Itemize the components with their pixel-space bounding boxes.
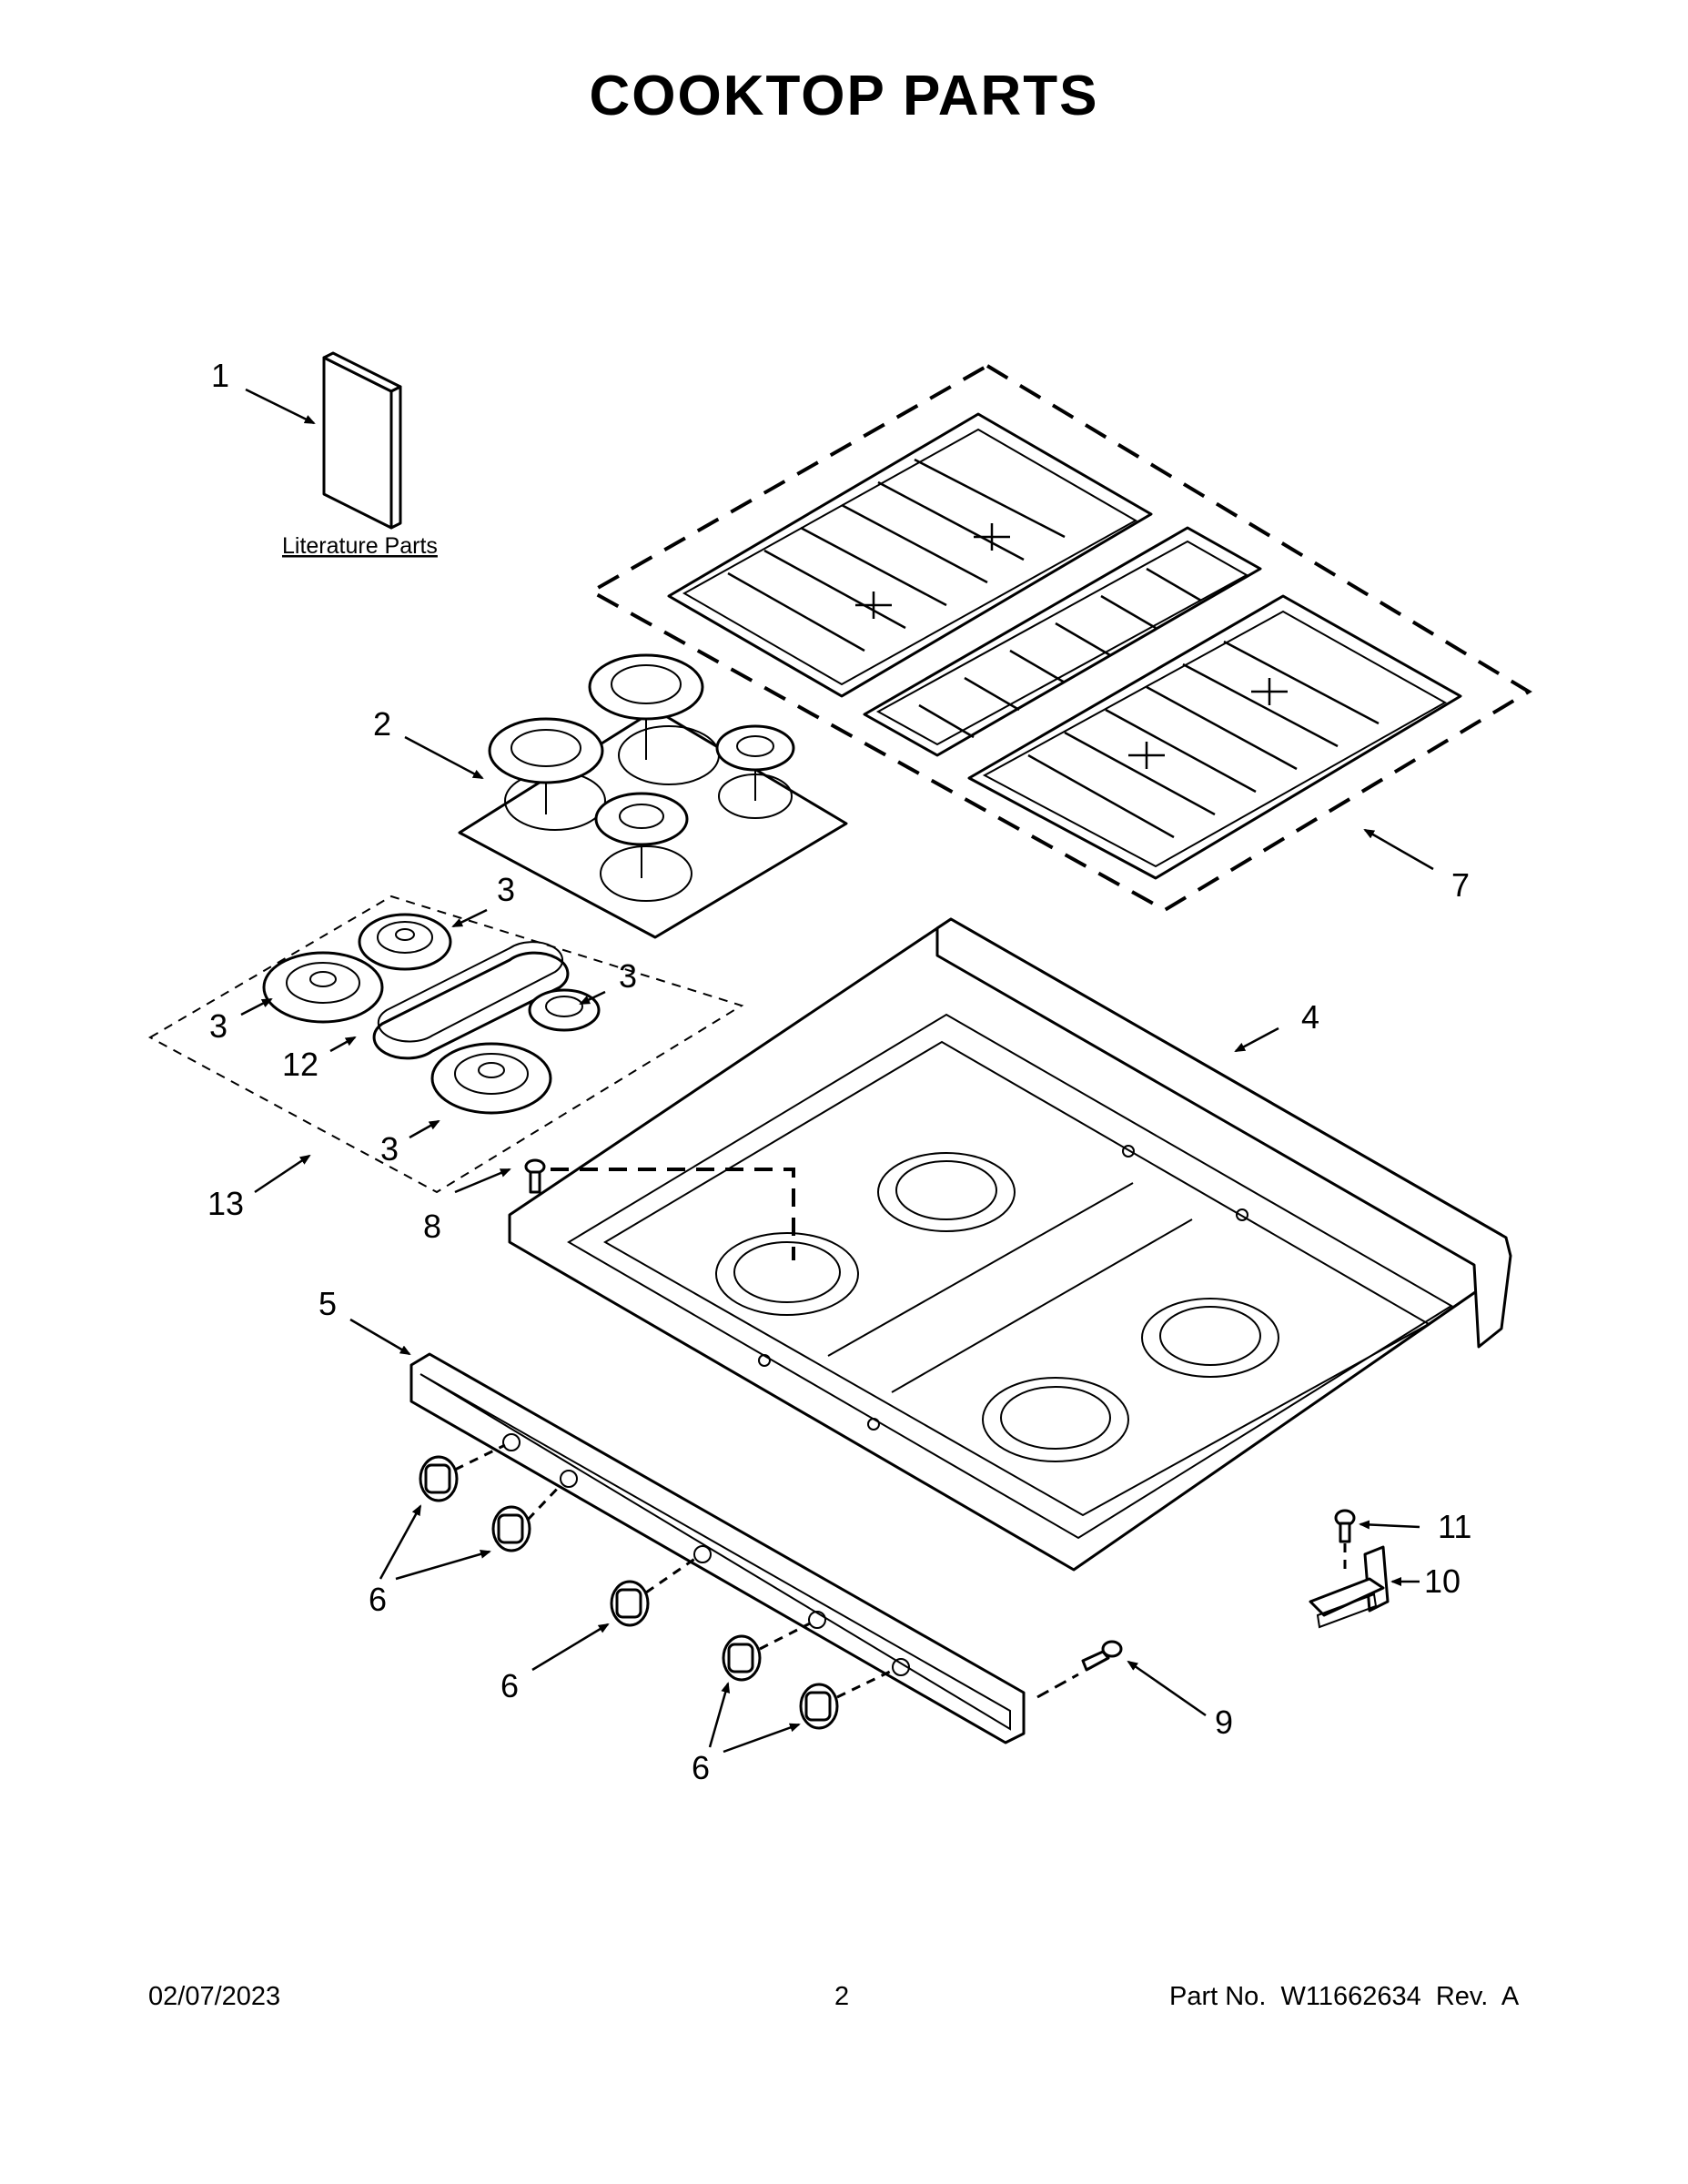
burner-cap-front xyxy=(594,792,689,878)
callout-5: 5 xyxy=(318,1285,337,1322)
screw-9 xyxy=(1081,1640,1123,1672)
callout-3-small: 3 xyxy=(619,957,637,995)
burner-base-left xyxy=(262,951,384,1024)
control-panel xyxy=(409,1352,1026,1744)
burner-base-front xyxy=(430,1042,552,1115)
callout-3-front: 3 xyxy=(380,1130,399,1168)
callout-6-a: 6 xyxy=(369,1581,387,1618)
callout-1: 1 xyxy=(211,357,229,394)
cooktop-main-top xyxy=(508,917,1512,1572)
callout-6-b: 6 xyxy=(500,1667,519,1704)
literature-booklet xyxy=(322,351,402,530)
callout-3-rear: 3 xyxy=(497,871,515,908)
literature-parts-label: Literature Parts xyxy=(282,533,438,559)
screw-11 xyxy=(1334,1509,1356,1543)
page-title: COOKTOP PARTS xyxy=(589,65,1099,127)
footer-page-number: 2 xyxy=(834,1982,850,2011)
callout-9: 9 xyxy=(1215,1704,1233,1741)
callout-3-left: 3 xyxy=(209,1007,227,1045)
burner-base-small xyxy=(528,988,601,1032)
burner-cap-left xyxy=(488,717,604,814)
grate-left xyxy=(667,412,1153,698)
grate-right xyxy=(967,594,1462,880)
callout-10: 10 xyxy=(1424,1562,1461,1600)
burner-base-rear xyxy=(358,913,452,971)
burner-cap-right-small xyxy=(715,724,795,801)
callout-12: 12 xyxy=(282,1046,318,1083)
knob-5 xyxy=(799,1683,839,1730)
footer-part-number: Part No. W11662634 Rev. A xyxy=(1169,1982,1520,2011)
oval-burner xyxy=(372,941,570,1060)
knob-2 xyxy=(491,1505,531,1552)
callout-6-c: 6 xyxy=(692,1749,710,1786)
grate-center xyxy=(863,526,1262,757)
burner-cap-large-rear xyxy=(588,653,704,760)
grates-group-outline xyxy=(587,363,1532,913)
knob-4 xyxy=(722,1634,762,1682)
bracket-10 xyxy=(1309,1545,1390,1629)
callout-2: 2 xyxy=(373,705,391,743)
callout-13: 13 xyxy=(207,1185,244,1222)
knob-1 xyxy=(419,1455,459,1502)
callout-7: 7 xyxy=(1451,866,1470,904)
callout-11: 11 xyxy=(1438,1508,1471,1545)
knob-3 xyxy=(610,1580,650,1627)
screw-8 xyxy=(524,1158,546,1194)
burner-group-outline xyxy=(147,895,744,1194)
callout-4: 4 xyxy=(1301,998,1319,1036)
footer-date: 02/07/2023 xyxy=(148,1982,281,2011)
callout-8: 8 xyxy=(423,1208,441,1245)
